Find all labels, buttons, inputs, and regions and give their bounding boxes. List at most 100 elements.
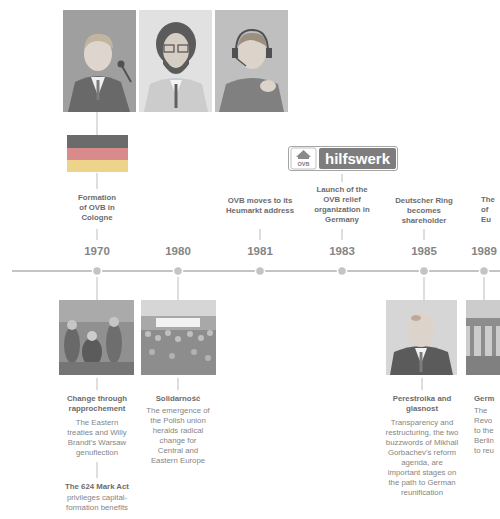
history-photo xyxy=(59,300,134,322)
logo-icon xyxy=(298,156,309,159)
leader-line xyxy=(342,229,343,240)
event-title: Germ xyxy=(474,394,498,404)
timeline-axis xyxy=(480,267,489,276)
history-photo xyxy=(169,353,175,359)
event-title: Solidarność xyxy=(141,394,215,404)
history-photo xyxy=(470,326,474,356)
label-slot: The Eastern treaties and Willy Brandt's … xyxy=(64,418,130,458)
portrait-photo xyxy=(236,30,268,52)
leader-line xyxy=(422,378,423,390)
portrait-photo xyxy=(175,84,178,108)
history-photo xyxy=(420,352,423,372)
history-photo xyxy=(466,300,500,375)
label-slot: Formation of OVB in Cologne xyxy=(74,193,120,223)
history-photo xyxy=(411,315,421,321)
portrait-photo xyxy=(266,48,272,58)
label-slot: Germ xyxy=(474,394,498,404)
event-text: Transparency and restructuring, the two … xyxy=(384,418,460,498)
history-photo xyxy=(59,300,134,375)
leader-line xyxy=(97,462,98,478)
portrait-photo xyxy=(232,48,238,58)
leader-line xyxy=(260,229,261,240)
logo-text: hilfswerk xyxy=(319,148,396,169)
history-photo xyxy=(155,335,161,341)
event-text: privileges capital-formation benefits xyxy=(62,493,132,513)
label-slot: Perestroika and glasnost xyxy=(386,394,458,414)
history-photo xyxy=(165,330,171,336)
event-text: The Eastern treaties and Willy Brandt's … xyxy=(64,418,130,458)
history-photo xyxy=(82,338,102,366)
year-label: 1981 xyxy=(240,245,280,258)
portrait-photo xyxy=(163,56,189,74)
history-photo xyxy=(141,300,216,375)
portrait-photo xyxy=(144,78,208,112)
timeline-axis xyxy=(93,267,102,276)
event-title: The 624 Mark Act xyxy=(60,482,134,492)
portrait-photo xyxy=(63,10,136,112)
label-slot: 1985 xyxy=(404,245,444,258)
label-slot: Launch of the OVB relief organization in… xyxy=(311,185,373,225)
history-photo xyxy=(466,300,500,375)
history-photo xyxy=(481,326,485,356)
portrait-photo xyxy=(215,10,288,112)
history-photo xyxy=(64,327,80,363)
history-photo xyxy=(59,362,134,375)
history-photo xyxy=(141,300,216,316)
label-slot: Solidarność xyxy=(141,394,215,404)
german-flag xyxy=(67,160,128,172)
label-slot: Deutscher Ring becomes shareholder xyxy=(393,196,455,226)
portrait-photo xyxy=(122,66,131,82)
history-photo xyxy=(187,331,193,337)
event-title: Formation of OVB in Cologne xyxy=(74,193,120,223)
history-photo xyxy=(109,317,119,327)
history-photo xyxy=(67,320,77,330)
german-flag xyxy=(67,135,128,172)
timeline-axis xyxy=(256,267,265,276)
label-slot: privileges capital-formation benefits xyxy=(62,493,132,513)
label-slot: 1983 xyxy=(322,245,362,258)
event-title: Perestroika and glasnost xyxy=(386,394,458,414)
history-photo xyxy=(191,349,197,355)
leader-line xyxy=(97,112,98,135)
leader-line xyxy=(97,173,98,189)
year-label: 1983 xyxy=(322,245,362,258)
portrait-photo xyxy=(178,45,188,52)
history-photo xyxy=(492,326,496,356)
event-text: The Revo to the Berlin to reu xyxy=(474,406,498,456)
leader-line xyxy=(178,277,179,300)
history-photo xyxy=(156,318,200,327)
label-slot: 1989 xyxy=(470,245,498,258)
portrait-photo xyxy=(156,22,196,66)
year-label: 1985 xyxy=(404,245,444,258)
leader-line xyxy=(178,378,179,390)
label-slot: OVB moves to its Heumarkt address xyxy=(224,196,296,216)
timeline-axis xyxy=(420,267,429,276)
year-label: 1980 xyxy=(158,245,198,258)
leader-line xyxy=(97,277,98,300)
portrait-photo xyxy=(63,10,136,112)
leader-line xyxy=(97,229,98,240)
history-photo xyxy=(198,335,204,341)
history-photo xyxy=(205,355,211,361)
label-slot: 1970 xyxy=(77,245,117,258)
event-title: Launch of the OVB relief organization in… xyxy=(311,185,373,225)
german-flag xyxy=(67,148,128,160)
portrait-photo xyxy=(84,34,113,50)
event-text: The emergence of the Polish union herald… xyxy=(146,406,210,466)
portrait-photo xyxy=(260,80,276,92)
history-photo xyxy=(59,300,134,375)
history-photo xyxy=(145,331,151,337)
history-photo xyxy=(386,300,457,375)
history-photo xyxy=(175,336,181,342)
portrait-photo xyxy=(215,10,288,112)
leader-line xyxy=(424,229,425,240)
logo-icon xyxy=(291,148,316,169)
event-title: Change through rapprochement xyxy=(60,394,134,414)
leader-line xyxy=(97,378,98,390)
timeline-axis xyxy=(174,267,183,276)
timeline-axis xyxy=(12,267,500,276)
logo-text: OVB xyxy=(292,161,316,167)
history-photo xyxy=(386,300,457,375)
event-title: OVB moves to its Heumarkt address xyxy=(224,196,296,216)
